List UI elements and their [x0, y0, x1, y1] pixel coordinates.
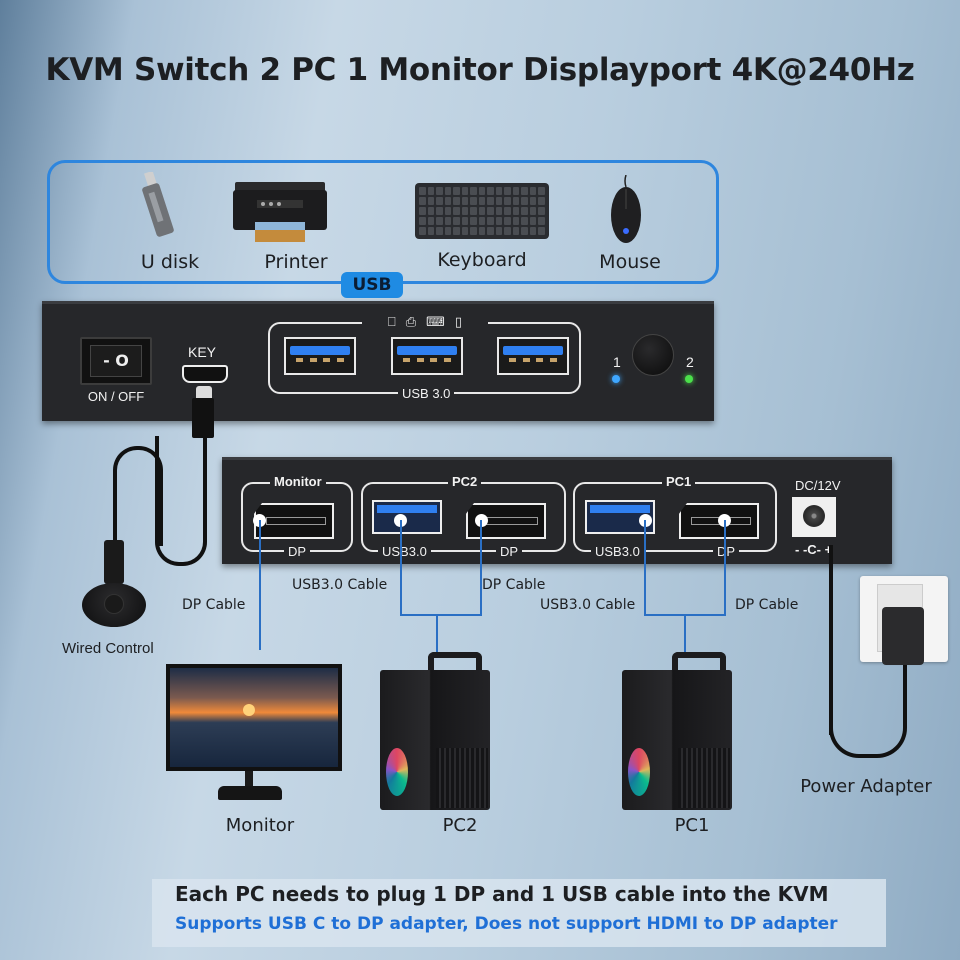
keyboard-glyph-icon: ⌨ [426, 314, 445, 330]
led-1-indicator [612, 375, 620, 383]
key-port-label: KEY [188, 344, 217, 360]
cable-label: DP Cable [482, 577, 546, 593]
pc1-tower-icon [622, 670, 734, 810]
pc2-tower-icon [380, 670, 492, 810]
pc1-usb-wire [644, 520, 646, 616]
pc2-wire-drop [436, 614, 438, 652]
usb-badge: USB [341, 272, 403, 298]
led-2-label: 2 [686, 354, 694, 370]
key-cable-plug [196, 386, 212, 400]
dc-label: DC/12V [795, 478, 841, 493]
page-title: KVM Switch 2 PC 1 Monitor Displayport 4K… [45, 52, 915, 88]
wired-control-cord [155, 436, 207, 566]
device-label: Wired Control [62, 640, 154, 657]
pc2-usb-wire [400, 520, 402, 616]
polarity-symbol: - -C- + [795, 542, 833, 557]
port-label-dp: DP [284, 544, 311, 559]
power-adapter-icon [882, 607, 924, 665]
wired-control-puck[interactable] [82, 583, 146, 627]
pc1-usb-port[interactable] [585, 500, 655, 534]
usb-device-label: U disk [140, 251, 200, 273]
port-label-usb: USB3.0 [378, 544, 431, 559]
switch-button[interactable] [632, 334, 674, 376]
mouse-icon [609, 174, 643, 245]
monitor-stand [245, 771, 253, 789]
power-switch[interactable]: - O [80, 337, 152, 385]
cable-label: DP Cable [735, 597, 799, 613]
power-cord [829, 690, 907, 758]
usb-flash-drive-icon [140, 170, 180, 244]
pc1-dp-wire [724, 520, 726, 616]
footer-note-box [152, 879, 886, 947]
monitor-base [218, 786, 282, 800]
group-label-pc1: PC1 [662, 474, 696, 489]
port-label-dp: DP [496, 544, 523, 559]
usb-type-icons: ⎕ ⎙ ⌨ ▯ [362, 313, 488, 331]
power-cord [829, 545, 833, 735]
wired-control-strain [104, 540, 124, 584]
pc1-tower-handle [672, 652, 726, 674]
mouse-glyph-icon: ▯ [454, 314, 463, 330]
footer-note-main: Each PC needs to plug 1 DP and 1 USB cab… [175, 882, 829, 906]
device-label: Power Adapter [800, 776, 932, 797]
wired-control-button[interactable] [104, 594, 124, 614]
pc2-wire-join [400, 614, 482, 616]
cable-label: USB3.0 Cable [292, 577, 388, 593]
front-usb-port-1[interactable] [284, 337, 356, 375]
dc-power-port[interactable] [792, 497, 836, 537]
key-port[interactable] [182, 365, 228, 383]
pc2-usb-port[interactable] [372, 500, 442, 534]
power-cord [903, 663, 907, 703]
group-label-pc2: PC2 [448, 474, 482, 489]
device-label: PC1 [674, 815, 710, 836]
device-label: Monitor [225, 815, 295, 836]
monitor-dp-port[interactable] [254, 503, 334, 539]
led-1-label: 1 [613, 354, 621, 370]
pc1-wire-drop [684, 614, 686, 652]
port-label-dp: DP [713, 544, 740, 559]
dc-jack-icon [803, 505, 825, 527]
cable-label: DP Cable [182, 597, 246, 613]
usb-3-label: USB 3.0 [398, 386, 455, 401]
key-cable [192, 398, 214, 438]
printer-icon [233, 180, 327, 244]
power-switch-glyph: - O [90, 345, 142, 377]
cable-label: USB3.0 Cable [540, 597, 636, 613]
sun-decoration [243, 704, 255, 716]
usb-device-label: Keyboard [437, 249, 527, 271]
footer-note-sub: Supports USB C to DP adapter, Does not s… [175, 914, 838, 934]
usb-device-label: Mouse [599, 251, 661, 273]
front-usb-port-3[interactable] [497, 337, 569, 375]
device-label: PC2 [442, 815, 478, 836]
power-switch-label: ON / OFF [87, 389, 145, 404]
pc2-tower-handle [428, 652, 482, 674]
led-2-indicator [685, 375, 693, 383]
usb-device-label: Printer [264, 251, 328, 273]
printer-glyph-icon: ⎙ [405, 314, 417, 330]
keyboard-icon [415, 183, 549, 239]
monitor-icon [166, 664, 342, 771]
usb-drive-glyph-icon: ⎕ [387, 314, 396, 330]
group-label-monitor: Monitor [270, 474, 326, 489]
front-usb-port-2[interactable] [391, 337, 463, 375]
port-label-usb: USB3.0 [591, 544, 644, 559]
pc2-dp-wire [480, 520, 482, 616]
wired-control-cord [113, 446, 163, 546]
monitor-dp-wire [259, 520, 261, 650]
